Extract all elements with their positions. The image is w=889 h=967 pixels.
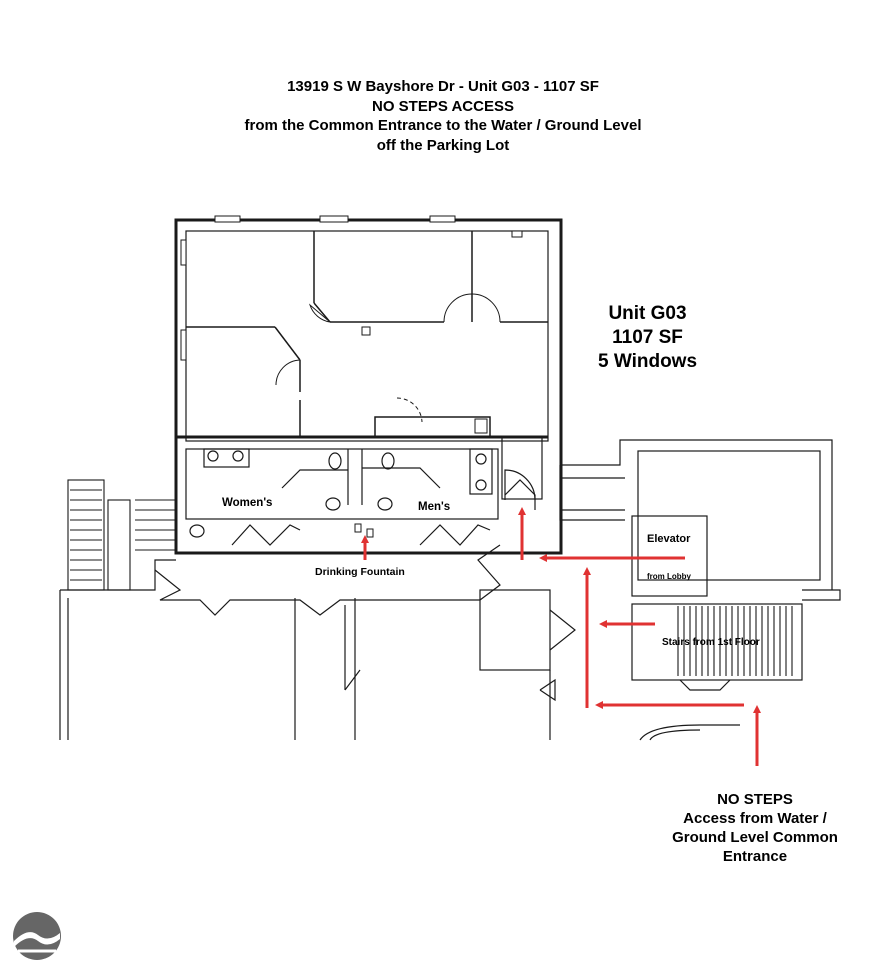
access-route-line: from the Common Entrance to the Water / …	[244, 117, 642, 134]
stairs	[67, 479, 793, 676]
restrooms	[185, 436, 543, 546]
no-steps-heading: NO STEPS ACCESS	[372, 97, 514, 115]
unit-windows: 5 Windows	[597, 351, 698, 372]
unit-name: Unit G03	[608, 303, 687, 324]
stairs-label: Stairs from 1st Floor	[662, 637, 760, 648]
corridor-and-building	[59, 439, 841, 741]
unit-size: 1107 SF	[612, 327, 683, 348]
drinking-fountain-label: Drinking Fountain	[315, 566, 405, 578]
access-note-line: Ground Level Common	[672, 829, 838, 846]
unit-summary: Unit G03 1107 SF 5 Windows	[580, 302, 715, 374]
access-note-line: Entrance	[722, 848, 788, 865]
address-line: 13919 S W Bayshore Dr - Unit G03 - 1107 …	[287, 78, 599, 95]
access-note: NO STEPS Access from Water / Ground Leve…	[655, 790, 855, 866]
sunset-hill-logo-icon	[13, 912, 61, 960]
elevator-label: Elevator	[647, 533, 691, 545]
elevator-from-lobby-label: from Lobby	[647, 572, 692, 581]
floor-plan-title: 13919 S W Bayshore Dr - Unit G03 - 1107 …	[0, 77, 886, 155]
mens-restroom-label: Men's	[418, 501, 450, 513]
access-note-heading: NO STEPS	[717, 791, 793, 808]
womens-restroom-label: Women's	[222, 497, 272, 509]
unit-g03-walls	[174, 215, 563, 555]
parking-lot-line: off the Parking Lot	[376, 136, 510, 154]
access-route-arrows	[361, 507, 761, 766]
access-note-line: Access from Water /	[683, 810, 827, 827]
